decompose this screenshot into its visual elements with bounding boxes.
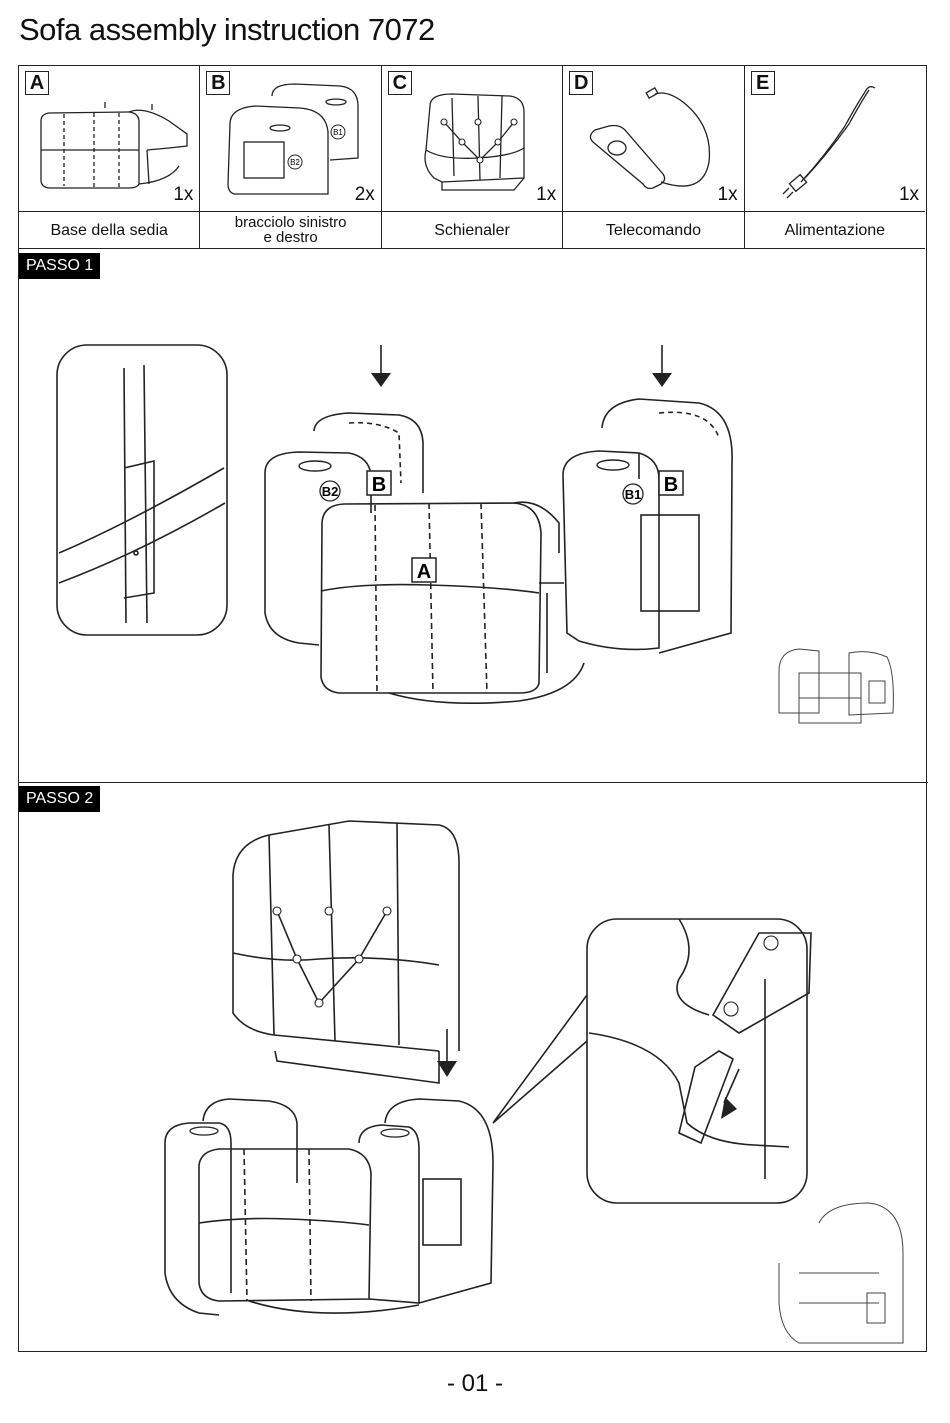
part-e: E 1x Alimentazione [745,66,925,248]
part-d-illustration: D 1x [563,66,743,212]
part-a-letter: A [25,71,49,95]
part-c-letter: C [388,71,412,95]
part-d-name: Telecomando [563,212,743,248]
part-b-letter: B [206,71,230,95]
part-a-name: Base della sedia [19,212,199,248]
part-b-quantity: 2x [355,184,375,206]
step2-diagram [19,783,925,1349]
part-a-illustration: A 1x [19,66,199,212]
part-a: A 1x Base della sedia [19,66,200,248]
part-c: C 1x Schienaler [382,66,563,248]
step1-diagram: B2 B A B1 B [19,253,925,783]
part-a-quantity: 1x [173,184,193,206]
parts-list: A 1x Base della sedia B2 [19,66,925,249]
step1-tag-b-left: B [372,474,386,496]
part-c-quantity: 1x [536,184,556,206]
step1-callout-b1: B1 [625,487,642,502]
page-number: - 01 - [0,1370,950,1398]
part-b-name-line2: e destro [264,229,318,246]
instruction-frame: A 1x Base della sedia B2 [18,65,927,1352]
step1-tag-a: A [417,561,431,583]
part-d-quantity: 1x [718,184,738,206]
part-b-callout-b2: B2 [291,158,301,167]
part-e-name: Alimentazione [745,212,925,248]
part-c-name: Schienaler [382,212,562,248]
page-title: Sofa assembly instruction 7072 [19,12,435,48]
step1-tag-b-right: B [664,474,678,496]
part-d: D 1x Telecomando [563,66,744,248]
part-b-illustration: B2 B1 B 2x [200,66,380,212]
part-e-quantity: 1x [899,184,919,206]
part-e-illustration: E 1x [745,66,925,212]
part-e-letter: E [751,71,775,95]
step1-callout-b2: B2 [322,484,339,499]
part-c-illustration: C 1x [382,66,562,212]
part-b-callout-b1: B1 [334,128,344,137]
part-d-letter: D [569,71,593,95]
